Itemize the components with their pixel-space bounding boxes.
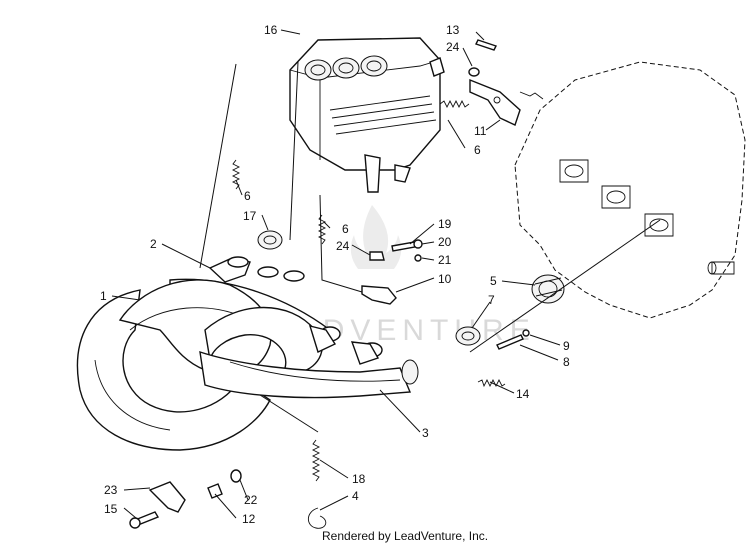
spring-6-left xyxy=(231,159,241,190)
label-18: 18 xyxy=(352,472,366,486)
part-17-gasket xyxy=(257,230,283,250)
label-5: 5 xyxy=(490,274,497,288)
label-4: 4 xyxy=(352,489,359,503)
part-23-bracket xyxy=(148,481,186,513)
part-2-header-pipe xyxy=(118,256,323,376)
spring-18 xyxy=(311,439,321,482)
label-2: 2 xyxy=(150,237,157,251)
part-16-silencer xyxy=(289,37,445,193)
part-15-bolt xyxy=(129,511,160,529)
part-10-bracket xyxy=(361,239,423,305)
spring-6-upper xyxy=(439,99,470,109)
label-8: 8 xyxy=(563,355,570,369)
engine-outline xyxy=(514,61,746,319)
spring-6-middle xyxy=(317,214,327,245)
label-24-lower: 24 xyxy=(336,239,350,253)
part-12-bushing xyxy=(207,483,223,499)
part-11-bracket xyxy=(468,39,544,126)
leader-lines xyxy=(111,29,661,519)
label-7: 7 xyxy=(488,293,495,307)
label-16: 16 xyxy=(264,23,278,37)
part-4-hook-spring xyxy=(307,507,327,529)
part-7-gasket xyxy=(455,326,481,346)
label-6-left: 6 xyxy=(244,189,251,203)
render-credit: Rendered by LeadVenture, Inc. xyxy=(322,529,488,543)
label-17: 17 xyxy=(243,209,257,223)
label-9: 9 xyxy=(563,339,570,353)
label-11: 11 xyxy=(474,124,487,138)
label-22: 22 xyxy=(244,493,258,507)
part-3-y-pipe xyxy=(199,325,419,399)
part-22-washer xyxy=(230,469,242,483)
label-19: 19 xyxy=(438,217,452,231)
label-6-upper: 6 xyxy=(474,143,481,157)
label-6-middle: 6 xyxy=(342,222,349,236)
label-15: 15 xyxy=(104,502,118,516)
label-24-upper: 24 xyxy=(446,40,460,54)
label-23: 23 xyxy=(104,483,118,497)
label-12: 12 xyxy=(242,512,256,526)
label-10: 10 xyxy=(438,272,452,286)
label-14: 14 xyxy=(516,387,530,401)
part-5-clamp xyxy=(531,274,565,304)
label-20: 20 xyxy=(438,235,452,249)
label-21: 21 xyxy=(438,253,452,267)
callout-labels: 16 13 24 11 6 6 17 2 6 24 19 20 21 10 1 … xyxy=(100,23,570,526)
label-1: 1 xyxy=(100,289,107,303)
label-13: 13 xyxy=(446,23,460,37)
part-8-bolt xyxy=(496,329,530,350)
label-3: 3 xyxy=(422,426,429,440)
